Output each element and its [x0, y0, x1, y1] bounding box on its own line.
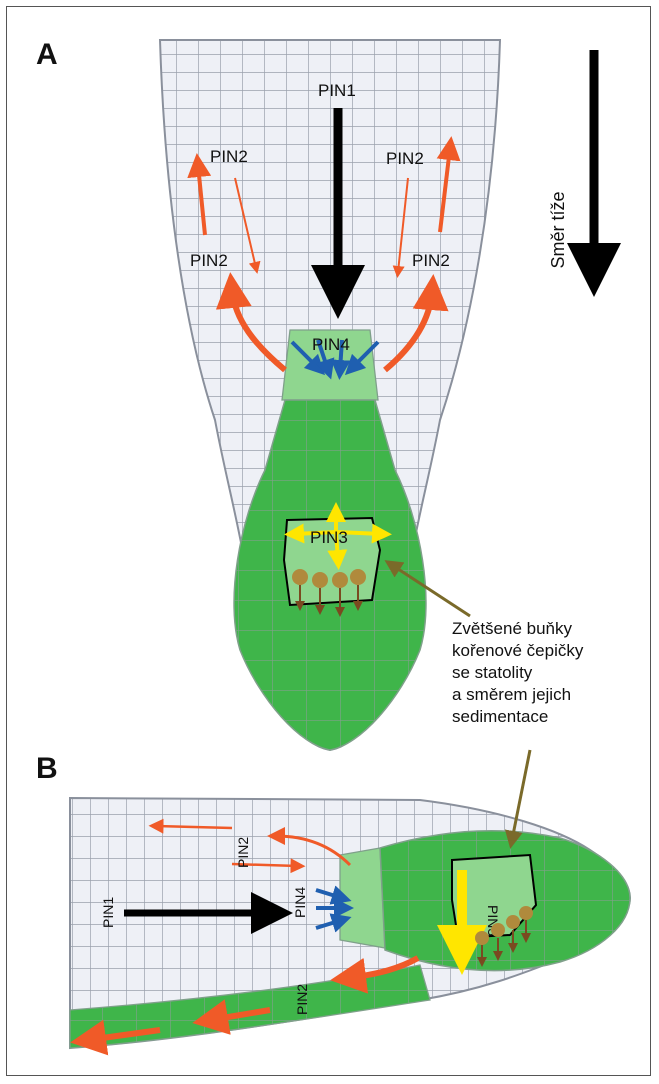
callout-line: se statolity [452, 662, 652, 684]
statocyte-callout: Zvětšené buňky kořenové čepičky se stato… [452, 618, 652, 728]
panel-b: B PIN1 PIN2 PI [36, 750, 630, 1048]
panel-a-pin1-label: PIN1 [318, 81, 356, 100]
panel-a-pin4-label: PIN4 [312, 335, 350, 354]
panel-b-pin4-label: PIN4 [292, 887, 308, 918]
panel-a-pin2-upper-right-label: PIN2 [386, 149, 424, 168]
panel-a: A PIN1 PIN2 PIN2 PIN2 PIN2 [36, 38, 500, 750]
callout-line: Zvětšené buňky [452, 618, 652, 640]
panel-a-letter: A [36, 38, 58, 71]
panel-a-pin2-upper-left-label: PIN2 [210, 147, 248, 166]
panel-b-pin2-lower-label: PIN2 [294, 984, 310, 1015]
panel-a-pin2-lower-right-label: PIN2 [412, 251, 450, 270]
gravity-label: Směr tíže [548, 175, 572, 285]
panel-b-pin2-upper-label: PIN2 [235, 837, 251, 868]
panel-b-letter: B [36, 752, 58, 785]
panel-b-pin1-label: PIN1 [100, 897, 116, 928]
callout-line: a směrem jejich [452, 684, 652, 706]
panel-a-pin2-lower-left-label: PIN2 [190, 251, 228, 270]
callout-line: kořenové čepičky [452, 640, 652, 662]
panel-a-pin3-label: PIN3 [310, 528, 348, 547]
callout-line: sedimentace [452, 706, 652, 728]
